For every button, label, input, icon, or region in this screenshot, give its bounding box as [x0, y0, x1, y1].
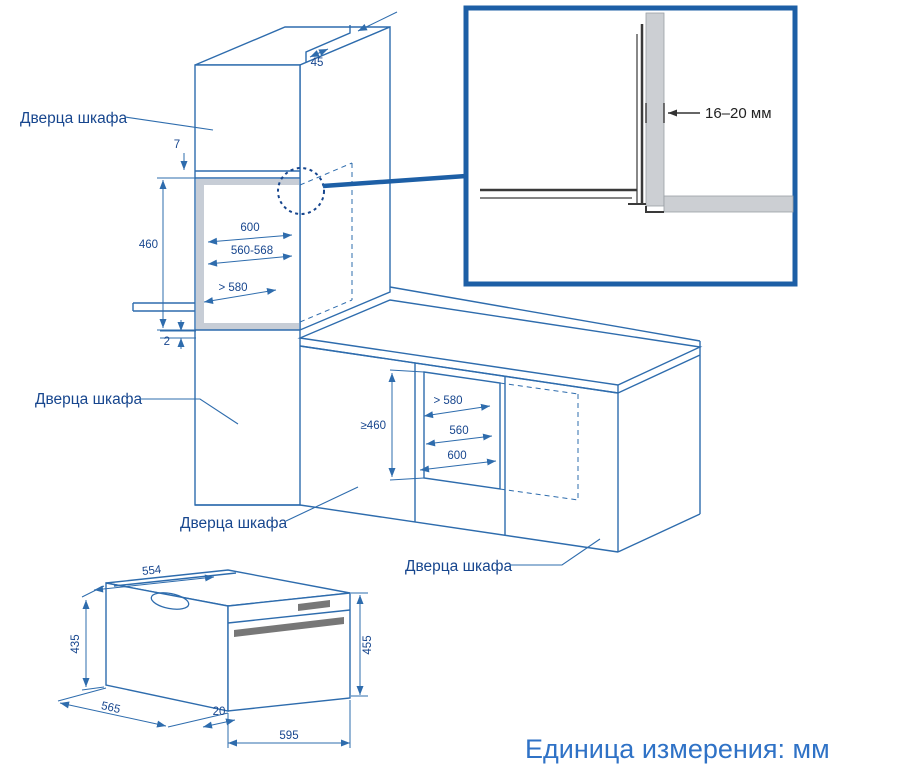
- dim-line-20: [202, 718, 236, 729]
- dim-line-600-lower: [419, 458, 497, 473]
- dim-gt580-lower: > 580: [433, 395, 462, 407]
- dim-ext-435: [81, 585, 105, 691]
- dim-line-565: [59, 701, 167, 728]
- detail-inset: 16–20 мм: [463, 5, 798, 287]
- door-leader-3: [285, 486, 359, 522]
- niche-side-panel-shade: [196, 179, 204, 329]
- detail-callout-circle: [277, 167, 325, 215]
- gap-extent-ticks: [645, 103, 665, 123]
- dim-2: 2: [164, 336, 170, 348]
- dim-455: 455: [362, 635, 374, 654]
- appliance-left-face: [105, 582, 229, 712]
- cabinet-door-label-1: Дверца шкафа: [20, 110, 128, 127]
- door-leader-4: [510, 538, 601, 566]
- appliance-front-face: [227, 592, 351, 712]
- upper-niche-dimensions: 600 560-568 > 580 460 7 2 45: [139, 11, 398, 349]
- unit-note: Единица измерения: мм: [525, 734, 830, 764]
- niche-bottom-panel-shade: [196, 323, 299, 330]
- detail-inset-border: [463, 5, 798, 287]
- dim-ext-455: [351, 592, 368, 697]
- side-handle-cutout: [150, 592, 190, 610]
- dim-45: 45: [311, 57, 324, 69]
- dim-595: 595: [279, 730, 298, 742]
- dim-line-gt580-upper: [203, 288, 277, 304]
- top-vent-notch: [305, 25, 351, 62]
- dim-554: 554: [142, 564, 163, 578]
- panel-gap-dimension: 16–20 мм: [705, 105, 772, 122]
- dim-line-600-upper: [207, 232, 293, 245]
- dim-600-lower: 600: [447, 450, 466, 462]
- detail-leader-line: [322, 173, 467, 189]
- niche-top-panel-shade: [196, 179, 299, 185]
- dim-line-560-568: [207, 253, 293, 267]
- base-cabinet-front: [299, 345, 619, 553]
- dim-gt580-upper: > 580: [218, 282, 247, 294]
- door-leader-2: [140, 398, 239, 425]
- dim-line-554: [93, 574, 215, 593]
- door-top-edge: [227, 609, 351, 624]
- door-handle-bar: [234, 617, 344, 637]
- vent-pointer-arrow: [357, 11, 398, 32]
- dim-565: 565: [100, 700, 121, 716]
- counter-top-surface: [297, 299, 703, 386]
- dim-line-45: [309, 48, 329, 58]
- dim-460: 460: [139, 239, 158, 251]
- backsplash-upstand: [389, 286, 701, 347]
- appliance-drawing: 554 435 565 20 455 595: [57, 564, 374, 748]
- dim-ge460: ≥460: [361, 420, 387, 432]
- base-niche-hidden-lines: [499, 382, 579, 501]
- dim-600-upper: 600: [240, 222, 259, 234]
- cabinet-door-label-4: Дверца шкафа: [405, 558, 513, 575]
- dim-20: 20: [213, 706, 226, 718]
- cabinet-side-panel-section: [645, 12, 665, 207]
- dim-435: 435: [70, 634, 82, 653]
- base-niche-dimensions: ≥460 > 580 560 600: [361, 369, 497, 481]
- base-right-side-panel: [617, 355, 701, 553]
- cabinet-bottom-panel-section: [663, 195, 794, 213]
- dim-ext-565: [57, 687, 229, 728]
- dim-line-gt580-lower: [423, 403, 491, 419]
- control-display: [298, 600, 330, 611]
- tall-cabinet-drawing: [194, 25, 391, 506]
- trim-corner-joint: [628, 203, 664, 213]
- left-counter-stub: [132, 302, 195, 312]
- dim-560-568: 560-568: [231, 245, 273, 257]
- base-door-dividers: [414, 363, 506, 535]
- tall-cabinet-side-face: [299, 25, 391, 332]
- tall-cabinet-front-face: [194, 64, 301, 506]
- counter-end-cap: [617, 347, 701, 394]
- door-labels: Дверца шкафа Дверца шкафа Дверца шкафа Д…: [20, 110, 601, 575]
- dim-7: 7: [174, 139, 180, 151]
- dim-ext-ge460: [389, 369, 425, 481]
- dim-line-560-lower: [425, 433, 493, 447]
- cabinet-door-label-2: Дверца шкафа: [35, 391, 143, 408]
- door-leader-1: [124, 116, 214, 131]
- dim-560-lower: 560: [449, 425, 468, 437]
- cabinet-door-label-3: Дверца шкафа: [180, 515, 288, 532]
- dim-ext-460: [157, 177, 196, 331]
